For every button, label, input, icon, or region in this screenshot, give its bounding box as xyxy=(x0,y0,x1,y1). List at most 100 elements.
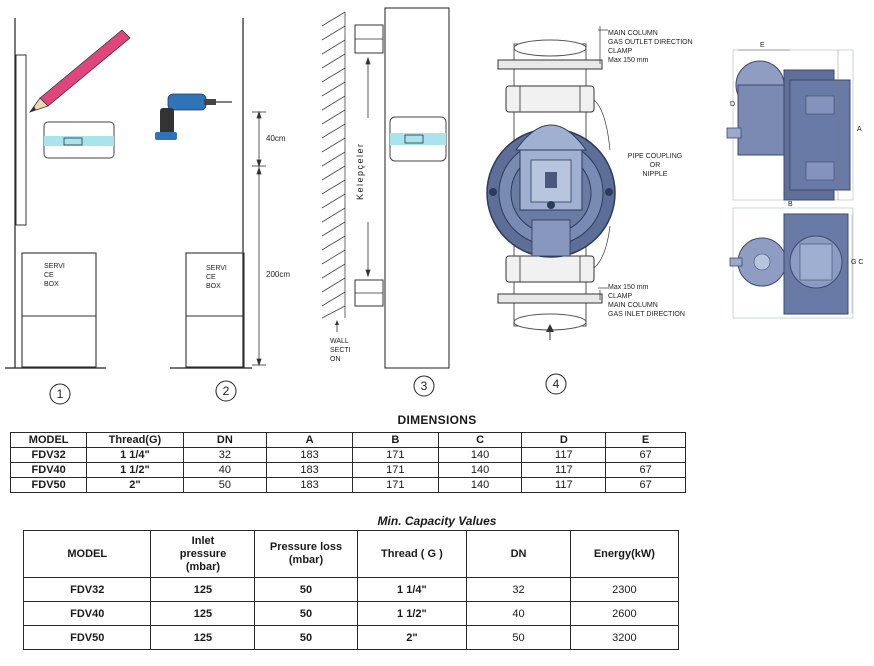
lower-pipe-coupling xyxy=(505,255,595,283)
capacity-table: MODEL Inlet pressure (mbar) Pressure los… xyxy=(22,530,680,650)
cap-header-thread: Thread ( G ) xyxy=(356,530,468,578)
step2-dim-lower: 200cm xyxy=(266,270,291,279)
cap-cell: 125 xyxy=(150,601,256,626)
valve-body xyxy=(486,124,616,258)
dim-cell: 1 1/2" xyxy=(86,462,184,478)
dim-header-e: E xyxy=(605,432,686,448)
cap-cell: 1 1/2" xyxy=(356,601,468,626)
cap-cell: FDV32 xyxy=(22,577,152,602)
cap-header-loss: Pressure loss (mbar) xyxy=(254,530,358,578)
dim-header-c: C xyxy=(437,432,523,448)
technical-drawing-top xyxy=(726,49,854,201)
dim-cell: 2" xyxy=(86,477,184,493)
cap-cell: 2300 xyxy=(569,577,680,602)
drawing-letter-a: A xyxy=(857,126,862,133)
dim-cell: FDV50 xyxy=(9,477,88,493)
dim-cell: 140 xyxy=(437,477,523,493)
capacity-title: Min. Capacity Values xyxy=(377,514,497,528)
dim-header-thread: Thread(G) xyxy=(86,432,184,448)
technical-drawing-bottom xyxy=(729,207,854,319)
cap-cell: 3200 xyxy=(569,625,680,650)
step4-bottom-label: Max 150 mm CLAMP MAIN COLUMN GAS INLET D… xyxy=(608,284,685,318)
spirit-level-icon xyxy=(43,121,115,159)
step2-box-label: SERVI CE BOX xyxy=(206,265,227,290)
dim-cell: 183 xyxy=(266,462,353,478)
dim-cell: 171 xyxy=(351,462,439,478)
drill-icon xyxy=(155,93,232,140)
dim-cell: 67 xyxy=(605,447,686,463)
cap-cell: 50 xyxy=(466,625,571,650)
cap-cell: FDV40 xyxy=(22,601,152,626)
dim-cell: 171 xyxy=(351,447,439,463)
step3-number-circle xyxy=(413,375,435,397)
step2-figure xyxy=(155,18,266,369)
dim-cell: FDV32 xyxy=(9,447,88,463)
cap-header-energy: Energy(kW) xyxy=(569,530,680,578)
dim-cell: 40 xyxy=(182,462,268,478)
dim-header-b: B xyxy=(351,432,439,448)
step4-figure xyxy=(486,26,616,340)
wall-section-hatching xyxy=(321,11,346,319)
step2-service-box xyxy=(185,252,245,368)
step4-number: 4 xyxy=(552,377,560,391)
capacity-header-row: MODEL Inlet pressure (mbar) Pressure los… xyxy=(22,530,680,578)
table-row: FDV40 1 1/2" 40 183 171 140 117 67 xyxy=(9,462,686,478)
pencil-icon xyxy=(28,29,131,113)
dim-cell: 140 xyxy=(437,462,523,478)
cap-cell: 40 xyxy=(466,601,571,626)
drawing-letter-d: D xyxy=(730,101,736,108)
step4-leader-lines xyxy=(593,26,611,300)
cap-header-model: MODEL xyxy=(22,530,152,578)
cap-header-dn: DN xyxy=(466,530,571,578)
step1-service-box xyxy=(21,252,97,368)
step2-dim-upper: 40cm xyxy=(266,134,286,143)
dim-cell: 183 xyxy=(266,447,353,463)
dimensions-table: MODEL Thread(G) DN A B C D E FDV32 1 1/4… xyxy=(9,432,686,493)
step1-wall-board xyxy=(15,54,27,226)
dim-header-a: A xyxy=(266,432,353,448)
step3-vertical-text: Kelepçeler xyxy=(355,142,365,200)
dimensions-title: DIMENSIONS xyxy=(397,413,477,427)
dim-cell: 32 xyxy=(182,447,268,463)
dim-cell: 117 xyxy=(521,447,607,463)
cap-cell: 50 xyxy=(254,625,358,650)
table-row: FDV32 125 50 1 1/4" 32 2300 xyxy=(22,577,680,602)
top-clamp xyxy=(497,59,603,70)
step3-figure xyxy=(321,7,450,369)
table-row: FDV32 1 1/4" 32 183 171 140 117 67 xyxy=(9,447,686,463)
step2-number: 2 xyxy=(222,384,230,398)
table-row: FDV40 125 50 1 1/2" 40 2600 xyxy=(22,601,680,626)
cap-cell: 125 xyxy=(150,625,256,650)
table-row: FDV50 2" 50 183 171 140 117 67 xyxy=(9,477,686,493)
cap-cell: 32 xyxy=(466,577,571,602)
dim-cell: 183 xyxy=(266,477,353,493)
step3-number: 3 xyxy=(420,379,428,393)
cap-cell: 50 xyxy=(254,577,358,602)
cap-header-inlet: Inlet pressure (mbar) xyxy=(150,530,256,578)
step4-number-circle xyxy=(545,373,567,395)
drawing-letter-gc: G C xyxy=(851,259,864,266)
step1-figure xyxy=(5,18,131,369)
step2-dimension-lines xyxy=(252,110,266,367)
cap-cell: 2" xyxy=(356,625,468,650)
cap-cell: FDV50 xyxy=(22,625,152,650)
dimensions-header-row: MODEL Thread(G) DN A B C D E xyxy=(9,432,686,448)
drawing-letter-b: B xyxy=(788,201,793,208)
cap-cell: 50 xyxy=(254,601,358,626)
dim-cell: 140 xyxy=(437,447,523,463)
upper-pipe-coupling xyxy=(505,85,595,113)
cap-cell: 1 1/4" xyxy=(356,577,468,602)
dim-cell: 50 xyxy=(182,477,268,493)
dim-header-dn: DN xyxy=(182,432,268,448)
dim-header-d: D xyxy=(521,432,607,448)
cap-cell: 125 xyxy=(150,577,256,602)
dim-cell: 1 1/4" xyxy=(86,447,184,463)
drawing-letter-e: E xyxy=(760,42,765,49)
table-row: FDV50 125 50 2" 50 3200 xyxy=(22,625,680,650)
step3-spirit-level-icon xyxy=(389,116,447,162)
dim-cell: 67 xyxy=(605,462,686,478)
dim-cell: 171 xyxy=(351,477,439,493)
step4-middle-label: PIPE COUPLING OR NIPPLE xyxy=(627,153,683,178)
dim-cell: FDV40 xyxy=(9,462,88,478)
dim-cell: 67 xyxy=(605,477,686,493)
